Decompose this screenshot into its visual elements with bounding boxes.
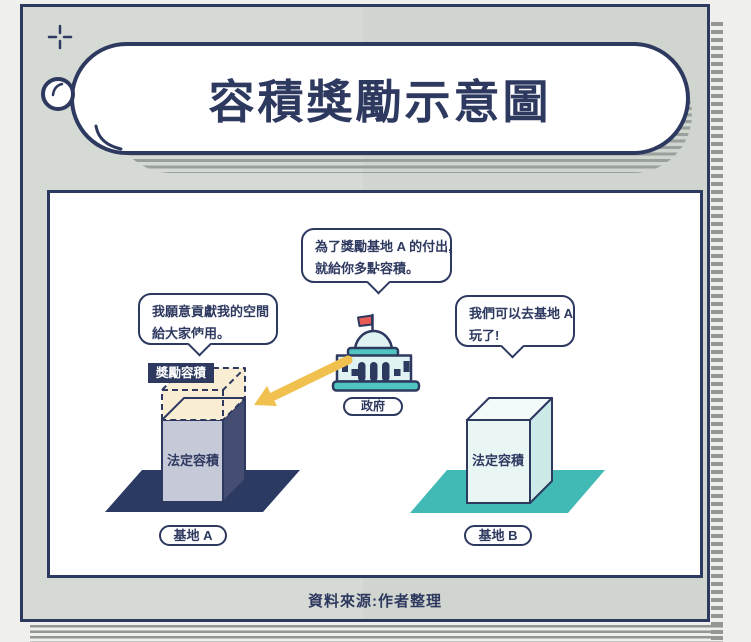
title-banner: 容積獎勵示意圖: [70, 42, 690, 155]
government-label: 政府: [343, 397, 403, 416]
page-title: 容積獎勵示意圖: [208, 75, 552, 128]
bubble-government-line1: 為了獎勵基地 A 的付出,: [315, 239, 452, 254]
banner-bubble-circle: [41, 77, 75, 111]
bubble-site-a-line1: 我願意貢獻我的空間: [152, 304, 270, 319]
site-a-graphic: [105, 367, 300, 512]
flag-icon: [357, 314, 373, 327]
bubble-site-b-line2: 玩了!: [469, 328, 500, 343]
bubble-government-line2: 就給你多點容積。: [315, 261, 420, 276]
sparkle-icon: [47, 24, 73, 50]
speech-bubble-site-a: 我願意貢獻我的空間 給大家使用。: [138, 293, 278, 357]
site-b-legal-volume-label: 法定容積: [471, 453, 524, 468]
site-b-front-face: [466, 419, 531, 504]
source-note: 資料來源:作者整理: [308, 593, 442, 610]
site-a-legal-volume-label: 法定容積: [166, 453, 219, 468]
site-b-name-label: 基地 B: [464, 525, 532, 546]
bubble-site-b-line1: 我們可以去基地 A: [469, 306, 574, 321]
card-shadow-bottom: [30, 625, 723, 642]
bubble-site-a-line2: 給大家使用。: [152, 326, 231, 341]
card-shadow-right: [711, 22, 723, 640]
site-b-graphic: [410, 397, 605, 513]
speech-bubble-government: 為了獎勵基地 A 的付出, 就給你多點容積。: [301, 228, 452, 295]
speech-bubble-site-b: 我們可以去基地 A 玩了!: [455, 295, 575, 359]
site-a-name-label: 基地 A: [159, 525, 227, 546]
bonus-volume-label: 獎勵容積: [148, 363, 214, 383]
banner-arc-decoration: [51, 82, 123, 151]
infographic-card: 容積獎勵示意圖 為了獎勵基地 A 的付出, 就給你多點容積。 我願意貢獻我的空間…: [20, 4, 710, 622]
bonus-arrow-icon: [254, 355, 353, 406]
bonus-volume-dashed-box: [161, 367, 246, 421]
diagram-panel: 為了獎勵基地 A 的付出, 就給你多點容積。 我願意貢獻我的空間 給大家使用。 …: [47, 190, 703, 578]
